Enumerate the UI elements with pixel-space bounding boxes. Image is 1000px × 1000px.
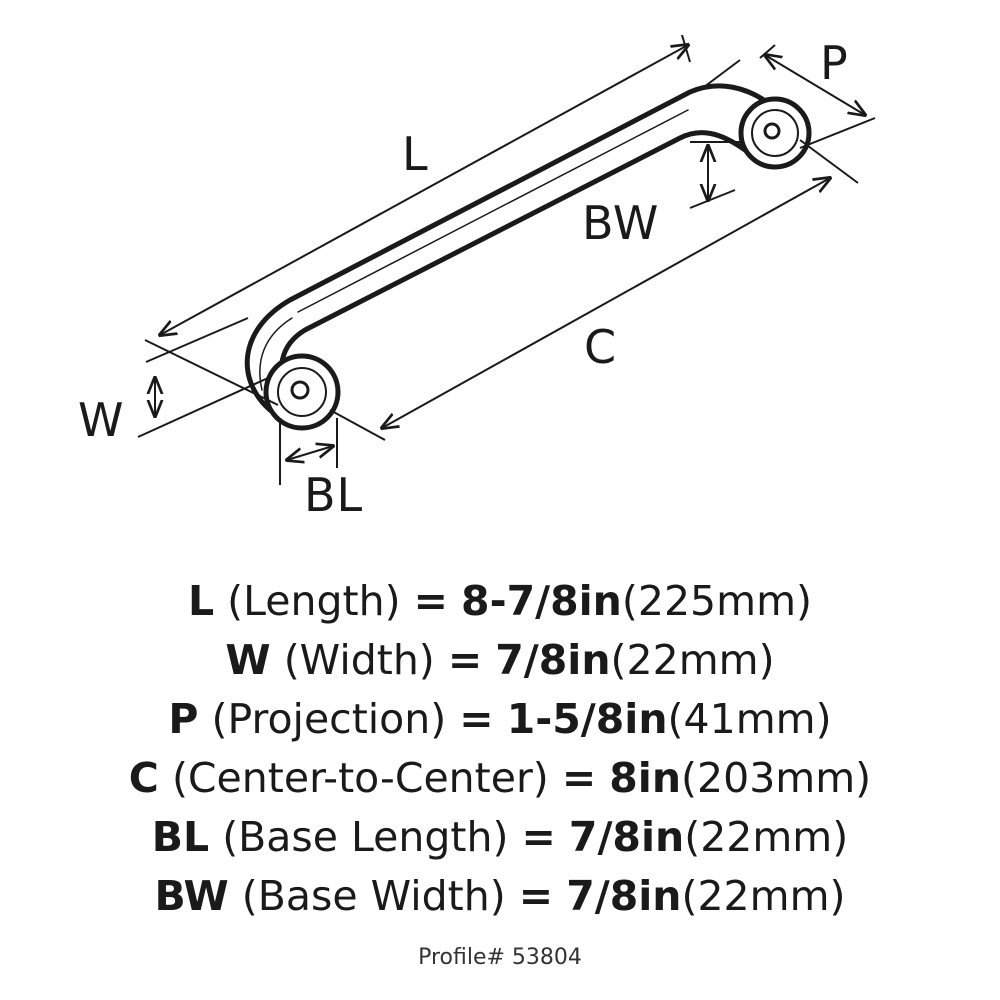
spec-name: (Projection): [211, 695, 447, 743]
spec-metric: (41mm): [667, 695, 832, 743]
right-base: [738, 96, 812, 170]
spec-equals: =: [447, 636, 483, 684]
spec-name: (Base Length): [222, 813, 509, 861]
spec-key: C: [128, 754, 159, 802]
dimension-label-L: L: [402, 127, 429, 181]
dimension-label-P: P: [820, 36, 849, 90]
spec-line-length: L (Length) = 8-7/8in(225mm): [0, 572, 1000, 631]
spec-metric: (203mm): [681, 754, 872, 802]
spec-key: L: [187, 577, 215, 625]
spec-line-projection: P (Projection) = 1-5/8in(41mm): [0, 690, 1000, 749]
dim-arrow-C: [382, 178, 830, 428]
spec-metric: (22mm): [610, 636, 775, 684]
profile-number: Profile# 53804: [418, 945, 582, 970]
dimension-label-W: W: [78, 393, 125, 447]
dimension-arrows: [155, 45, 865, 460]
spec-metric: (225mm): [621, 577, 813, 625]
spec-metric: (22mm): [684, 813, 849, 861]
spec-metric: (22mm): [681, 872, 846, 920]
handle-dimension-diagram: L P BW C W BL: [78, 34, 876, 522]
spec-name: (Width): [283, 636, 435, 684]
spec-name: (Base Width): [241, 872, 506, 920]
spec-imperial: 7/8in: [568, 813, 685, 861]
spec-list: L (Length) = 8-7/8in(225mm) W (Width) = …: [0, 572, 1000, 926]
spec-equals: =: [459, 695, 494, 743]
spec-imperial: 8-7/8in: [461, 577, 622, 625]
spec-imperial: 7/8in: [495, 636, 611, 684]
spec-line-center-to-center: C (Center-to-Center) = 8in(203mm): [0, 749, 1000, 808]
dim-arrow-BL: [287, 446, 333, 460]
spec-equals: =: [561, 754, 597, 802]
spec-equals: =: [521, 813, 556, 861]
left-base: [263, 353, 341, 431]
dimension-label-BL: BL: [304, 468, 364, 522]
handle-bar: [244, 83, 778, 413]
handle-drawing: [137, 34, 876, 485]
spec-key: BW: [154, 872, 229, 920]
spec-imperial: 7/8in: [566, 872, 682, 920]
dim-arrow-P: [765, 55, 865, 115]
spec-line-width: W (Width) = 7/8in(22mm): [0, 631, 1000, 690]
spec-line-base-length: BL (Base Length) = 7/8in(22mm): [0, 808, 1000, 867]
spec-equals: =: [413, 577, 448, 625]
spec-key: P: [168, 695, 199, 743]
dimension-label-BW: BW: [582, 196, 660, 250]
spec-equals: =: [518, 872, 554, 920]
spec-key: BL: [151, 813, 210, 861]
spec-name: (Length): [227, 577, 401, 625]
dim-arrow-L: [160, 45, 688, 335]
spec-imperial: 1-5/8in: [506, 695, 668, 743]
spec-name: (Center-to-Center): [171, 754, 549, 802]
spec-line-base-width: BW (Base Width) = 7/8in(22mm): [0, 867, 1000, 926]
dimension-label-C: C: [584, 320, 618, 374]
spec-key: W: [225, 636, 271, 684]
spec-imperial: 8in: [609, 754, 682, 802]
